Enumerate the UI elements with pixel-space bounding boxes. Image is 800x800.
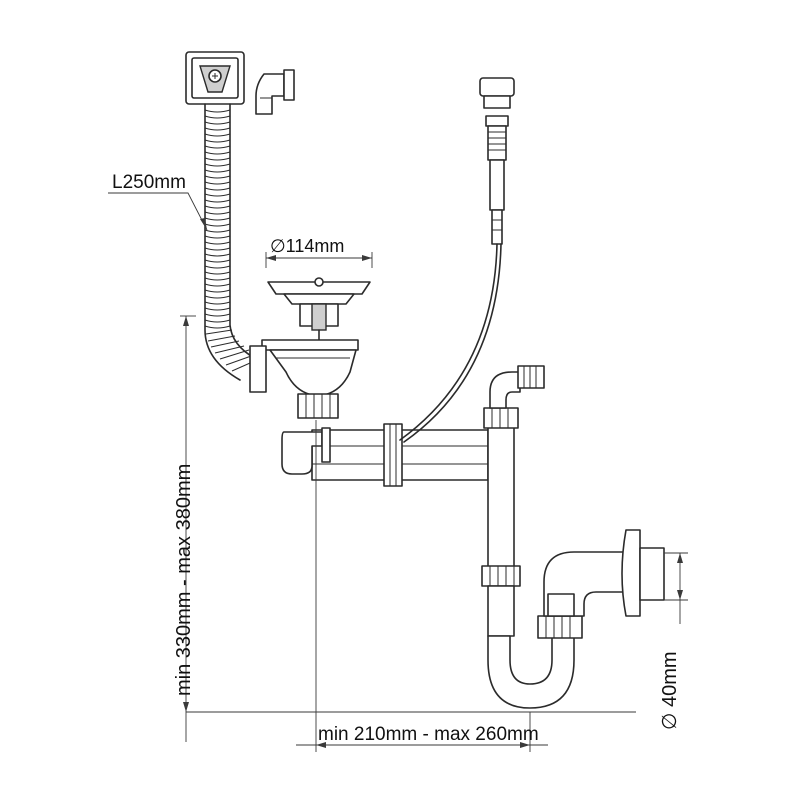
strainer-body [249, 339, 359, 419]
hose-rib [204, 319, 231, 323]
outlet-diameter-dimension [664, 552, 688, 624]
hose-rib [204, 181, 231, 185]
hose-rib [204, 127, 231, 131]
hose-rib [204, 193, 231, 197]
hose-length-label: L250mm [112, 172, 186, 193]
hose-rib [204, 145, 231, 149]
strainer-diameter-dimension [265, 252, 373, 268]
hose-rib [204, 307, 231, 311]
u-trap [487, 615, 583, 709]
hose-rib [204, 241, 231, 245]
hose-rib [204, 217, 231, 221]
hose-rib [204, 295, 231, 299]
corrugated-overflow-hose [204, 103, 263, 381]
hose-rib [204, 301, 231, 305]
hose-rib [204, 133, 231, 137]
appliance-elbow-connector [489, 365, 545, 409]
trap-outlet-arm [543, 551, 633, 617]
hose-rib [204, 157, 231, 161]
hose-rib [207, 335, 236, 342]
horizontal-dimension [296, 420, 548, 752]
hose-rib [204, 265, 231, 269]
overflow-elbow-connector [255, 69, 295, 115]
hose-rib [204, 151, 231, 155]
horizontal-waste-branch [311, 423, 489, 487]
height-range-label: min 330mm - max 380mm [173, 464, 195, 696]
hose-rib [204, 235, 231, 239]
hose-rib [204, 223, 231, 227]
hose-rib [204, 121, 231, 125]
strainer-diameter-label: ∅114mm [270, 236, 344, 256]
hose-rib [204, 169, 231, 173]
hose-rib [204, 199, 231, 203]
hose-rib [204, 259, 231, 263]
side-inlet-elbow [281, 427, 331, 475]
outlet-diameter-label: ∅ 40mm [659, 651, 681, 730]
hose-rib [204, 139, 231, 143]
hose-rib [204, 211, 231, 215]
hose-rib [204, 175, 231, 179]
hose-rib [204, 187, 231, 191]
hose-rib [205, 329, 233, 335]
height-dimension [180, 315, 636, 742]
hose-rib [204, 271, 231, 275]
hose-rib [204, 163, 231, 167]
pop-up-knob [479, 77, 515, 245]
hose-rib [204, 325, 231, 329]
strainer-basket [267, 277, 371, 341]
hose-rib [204, 277, 231, 281]
hose-rib [204, 247, 231, 251]
hose-rib [214, 345, 245, 354]
hose-rib [204, 289, 231, 293]
hose-rib [204, 115, 231, 119]
pop-up-cable [399, 243, 502, 443]
hose-rib [204, 253, 231, 257]
horizontal-range-label: min 210mm - max 260mm [318, 724, 539, 745]
hose-rib [204, 283, 231, 287]
hose-rib [210, 340, 240, 348]
overflow-head [185, 51, 245, 105]
wall-flange [621, 529, 665, 617]
hose-rib [204, 109, 231, 113]
hose-length-leader [108, 192, 208, 231]
hose-rib [204, 229, 231, 233]
vertical-riser-pipe [481, 407, 521, 637]
hose-rib [219, 349, 250, 360]
hose-rib [204, 205, 231, 209]
hose-rib [204, 313, 231, 317]
